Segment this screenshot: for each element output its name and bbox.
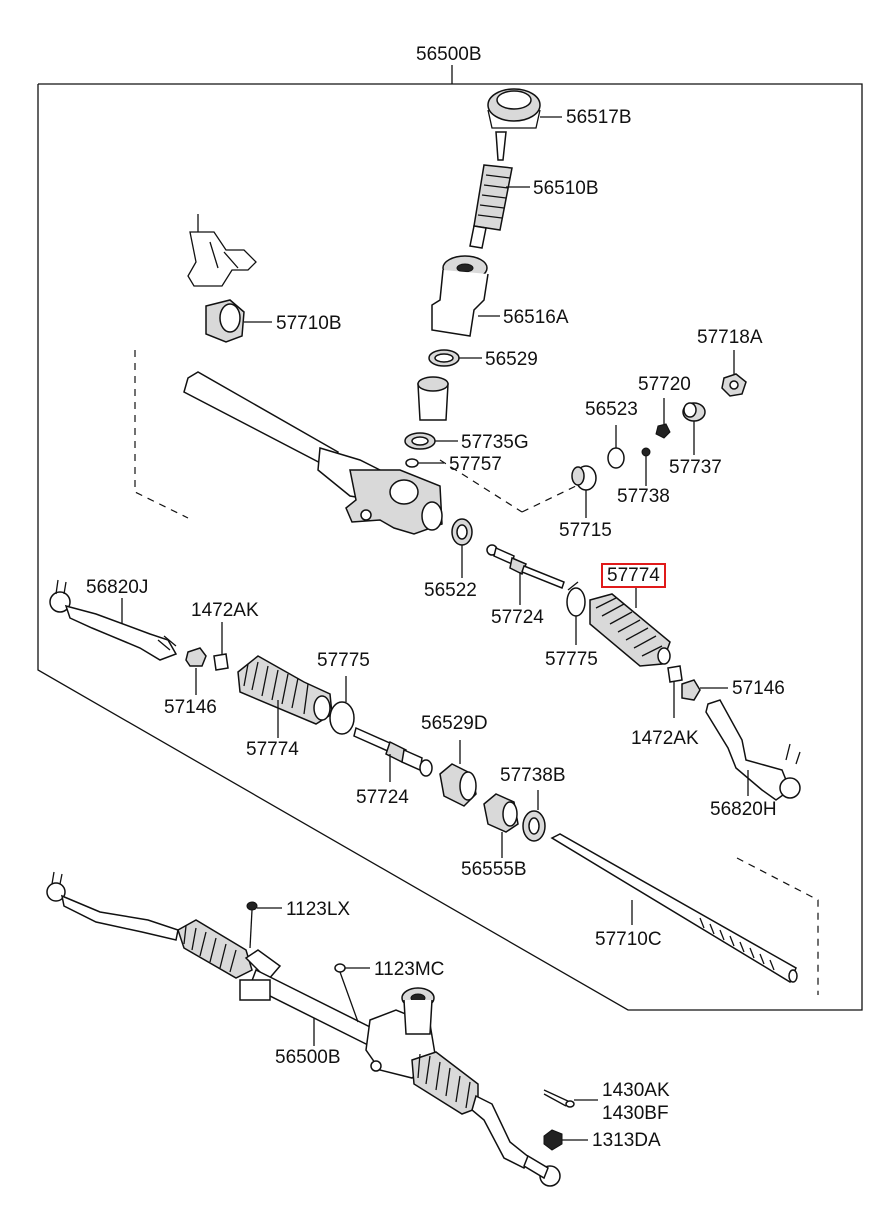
label-56820H: 56820H [710,799,777,820]
label-1430BF: 1430BF [602,1103,669,1124]
part-56517B-cap [487,88,541,129]
part-57735G-seal [404,376,449,450]
label-1430AK: 1430AK [602,1080,670,1101]
phantom-line-left [134,350,189,519]
part-1123LX-bolt [246,901,258,949]
label-56523: 56523 [585,399,638,420]
label-1472AK-left: 1472AK [191,600,259,621]
label-57710C: 57710C [595,929,662,950]
label-57775-left: 57775 [317,650,370,671]
label-57738: 57738 [617,486,670,507]
part-57718A-nut [721,373,747,397]
part-56516A-housing [431,255,489,337]
part-57724-tie-rod-left [353,726,433,777]
part-56522-seal [451,518,473,546]
part-1472AK-clip-right [667,665,683,683]
part-57737-plug [682,402,706,422]
label-57737: 57737 [669,457,722,478]
label-56555B: 56555B [461,859,527,880]
label-57146-left: 57146 [164,697,217,718]
part-57738-bolt [641,447,651,457]
label-57757: 57757 [449,454,502,475]
label-57720: 57720 [638,374,691,395]
part-56529D-bushing [439,763,477,807]
part-57738B-ring [522,810,546,842]
label-56516A: 56516A [503,307,569,328]
part-57720-nut [655,423,671,439]
label-56522: 56522 [424,580,477,601]
part-56523-washer [607,447,625,469]
label-assembly-bottom: 56500B [275,1047,341,1068]
label-56529D: 56529D [421,713,488,734]
part-57146-nut-left [185,647,207,667]
label-57146-right: 57146 [732,678,785,699]
label-1123MC: 1123MC [374,959,445,980]
part-56820H-tie-rod-end-right [705,699,801,801]
part-57774-boot-left [237,655,333,725]
part-57774-boot-right [589,593,671,667]
label-1123LX: 1123LX [286,899,351,920]
label-56517B: 56517B [566,107,632,128]
part-56500B-assembled-gear [46,871,561,1187]
assembly-frame [37,83,863,1011]
label-56529: 56529 [485,349,538,370]
part-57710C-rack [550,833,798,984]
part-57715-yoke [571,465,597,491]
part-bracket-clamp [187,214,257,287]
label-57774-highlighted[interactable]: 57774 [601,563,666,588]
part-57724-tie-rod-right [486,544,565,589]
part-57775-clamp-right [566,581,586,617]
label-57718A: 57718A [697,327,763,348]
label-57735G: 57735G [461,432,529,453]
part-56555B-bushing [483,793,519,833]
part-57775-clamp-left [329,701,355,735]
part-1313DA-nut [543,1129,563,1151]
part-57710B-bushing [205,299,245,343]
part-56529-ring [428,349,460,367]
part-56510B-pinion [469,131,513,249]
label-56510B: 56510B [533,178,599,199]
label-57724-right: 57724 [491,607,544,628]
part-1472AK-clip-left [213,653,229,671]
part-rack-housing-upper [183,371,443,535]
label-1313DA: 1313DA [592,1130,661,1151]
label-assembly-top: 56500B [416,44,482,65]
label-56820J: 56820J [86,577,149,598]
part-57146-nut-right [681,679,701,701]
phantom-line-mid [439,459,523,513]
label-57710B: 57710B [276,313,342,334]
label-57775-right: 57775 [545,649,598,670]
label-57774-left: 57774 [246,739,299,760]
part-1430AK-cotter-pin [543,1089,575,1108]
phantom-line-right-a [521,484,579,513]
part-57757-ring [405,458,419,468]
label-57738B: 57738B [500,765,566,786]
label-57724-left: 57724 [356,787,409,808]
label-1472AK-right: 1472AK [631,728,699,749]
phantom-line-bottom [736,857,819,995]
part-56820J-tie-rod-end-left [49,579,178,661]
label-57715: 57715 [559,520,612,541]
